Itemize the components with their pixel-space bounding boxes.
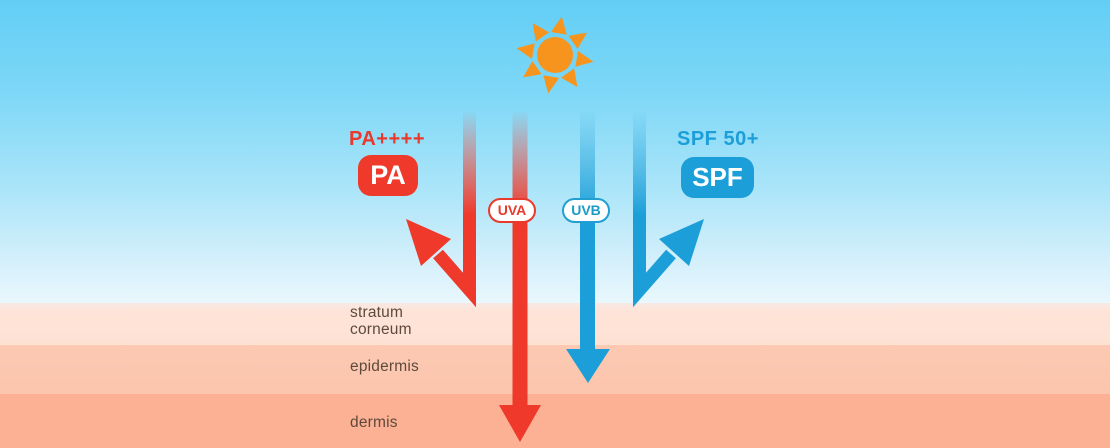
sun-icon (516, 16, 594, 94)
stratum-corneum-label: stratum corneum (350, 304, 412, 338)
uvb-ray-arrow (566, 112, 610, 383)
pa-deflected-ray-arrow (406, 112, 476, 308)
uva-ray-arrow (499, 112, 541, 442)
spf-rating-text: SPF 50+ (677, 128, 759, 150)
skin-layer-epidermis (0, 345, 1110, 394)
spf-deflected-ray-arrow (633, 112, 704, 308)
skin-layer-stratum-corneum (0, 303, 1110, 345)
dermis-label: dermis (350, 414, 398, 431)
pa-badge: PA (358, 155, 418, 196)
epidermis-label: epidermis (350, 358, 419, 375)
pa-rating-text: PA++++ (349, 128, 426, 150)
uvb-label-pill: UVB (562, 198, 610, 223)
uva-label-pill: UVA (488, 198, 536, 223)
spf-badge: SPF (681, 157, 754, 198)
skin-layer-dermis (0, 394, 1110, 448)
